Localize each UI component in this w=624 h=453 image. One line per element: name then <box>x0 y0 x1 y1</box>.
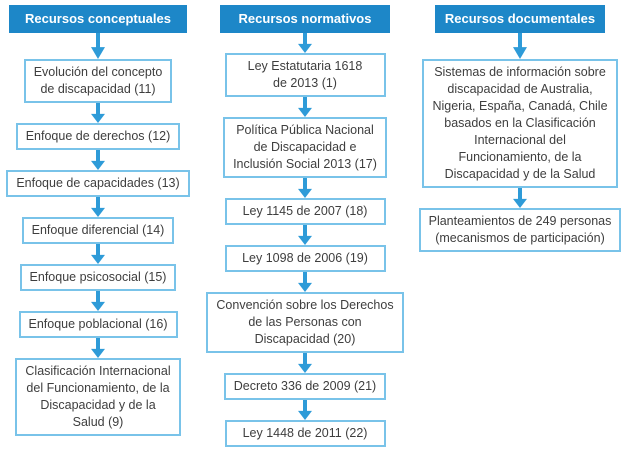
flow-box: Decreto 336 de 2009 (21) <box>223 373 387 400</box>
flow-box: Sistemas de información sobre discapacid… <box>422 59 618 188</box>
down-arrow-icon <box>91 291 105 311</box>
down-arrow-icon <box>91 33 105 59</box>
down-arrow-icon <box>513 188 527 208</box>
down-arrow-icon <box>513 33 527 59</box>
column-header-conceptuales: Recursos conceptuales <box>9 5 187 33</box>
flow-box: Ley Estatutaria 1618 de 2013 (1) <box>224 53 386 97</box>
down-arrow-icon <box>298 178 312 198</box>
down-arrow-icon <box>298 97 312 117</box>
down-arrow-icon <box>91 338 105 358</box>
flow-column-conceptuales: Recursos conceptuales Evolución del conc… <box>4 5 192 436</box>
flow-box: Planteamientos de 249 personas (mecanism… <box>418 208 622 252</box>
down-arrow-icon <box>91 244 105 264</box>
flow-box: Clasificación Internacional del Funciona… <box>15 358 181 436</box>
flow-box: Ley 1098 de 2006 (19) <box>224 245 386 272</box>
flow-box: Evolución del concepto de discapacidad (… <box>23 59 173 103</box>
flow-box: Política Pública Nacional de Discapacida… <box>223 117 387 178</box>
flow-column-normativos: Recursos normativos Ley Estatutaria 1618… <box>206 5 404 447</box>
down-arrow-icon <box>298 272 312 292</box>
down-arrow-icon <box>298 400 312 420</box>
down-arrow-icon <box>298 353 312 373</box>
flow-box: Enfoque de capacidades (13) <box>6 170 190 197</box>
column-header-documentales: Recursos documentales <box>435 5 605 33</box>
down-arrow-icon <box>298 33 312 53</box>
down-arrow-icon <box>298 225 312 245</box>
down-arrow-icon <box>91 197 105 217</box>
down-arrow-icon <box>91 103 105 123</box>
flow-box: Ley 1145 de 2007 (18) <box>224 198 386 225</box>
flow-box: Enfoque poblacional (16) <box>18 311 178 338</box>
flow-box: Enfoque diferencial (14) <box>21 217 175 244</box>
flow-box: Convención sobre los Derechos de las Per… <box>206 292 404 353</box>
flow-box: Enfoque de derechos (12) <box>15 123 181 150</box>
down-arrow-icon <box>91 150 105 170</box>
column-header-normativos: Recursos normativos <box>220 5 390 33</box>
flow-box: Ley 1448 de 2011 (22) <box>224 420 386 447</box>
flow-box: Enfoque psicosocial (15) <box>19 264 177 291</box>
flow-column-documentales: Recursos documentales Sistemas de inform… <box>418 5 622 252</box>
